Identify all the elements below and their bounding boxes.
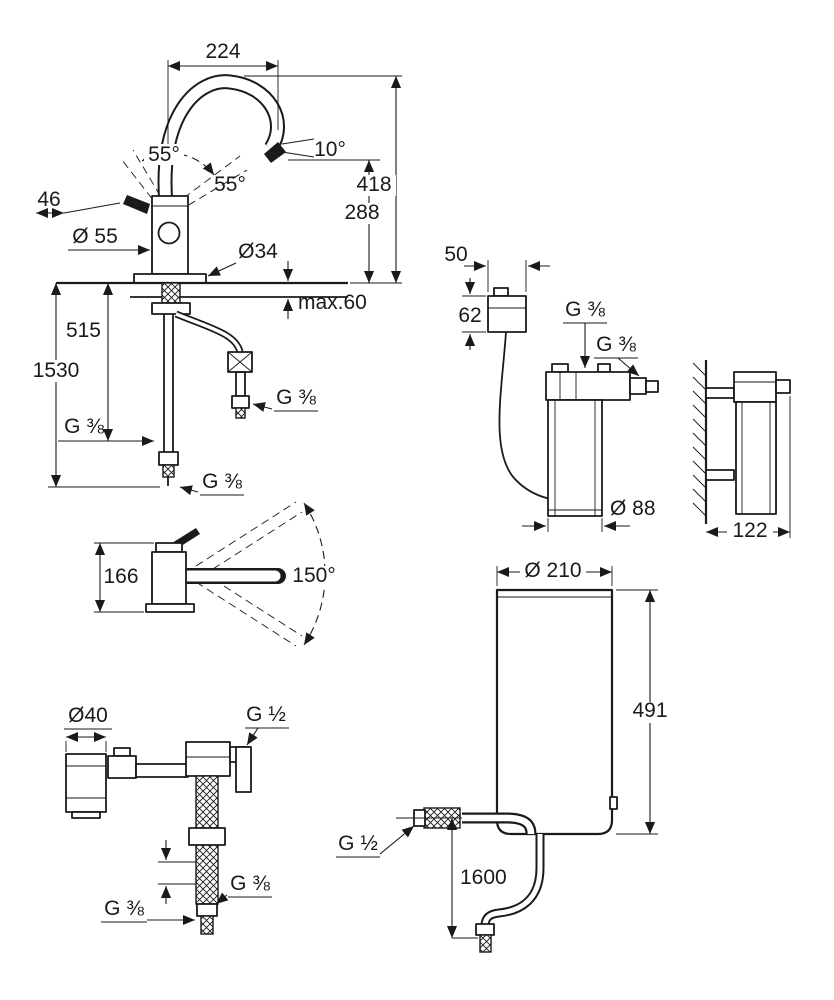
connection-cable bbox=[498, 331, 569, 502]
faucet-front-dimensions: 224 10° 55° 55° 46 Ø 55 Ø34 418 288 max.… bbox=[33, 40, 402, 496]
boiler-front-dimensions: Ø 210 491 G ½ 1600 bbox=[336, 559, 671, 939]
thread-label-3: G ⅜ bbox=[202, 470, 242, 493]
thread-label-2: G ⅜ bbox=[276, 386, 316, 409]
hose-end-fitting bbox=[475, 923, 495, 936]
dim-166-label: 166 bbox=[103, 565, 138, 588]
dim-spout-angle-label: 10° bbox=[314, 138, 346, 161]
side-fitting bbox=[629, 377, 647, 395]
faucet-front-view bbox=[56, 74, 348, 486]
boiler-cylinder bbox=[495, 588, 614, 836]
control-box bbox=[487, 295, 527, 333]
boiler-nub bbox=[609, 796, 618, 810]
spout-outlet-tip bbox=[264, 142, 286, 163]
side-body bbox=[151, 551, 187, 605]
body-detail-circle bbox=[157, 221, 181, 245]
hose-fitting bbox=[158, 451, 179, 466]
wall-unit-body bbox=[735, 401, 777, 515]
boiler-front-view bbox=[413, 588, 618, 953]
dim-height-total-label: 418 bbox=[356, 173, 391, 196]
thread-label-8: G ⅜ bbox=[104, 897, 144, 920]
hose-fitting-2 bbox=[231, 395, 250, 409]
rod-nut bbox=[188, 827, 226, 846]
thread-label-4: G ⅜ bbox=[565, 298, 605, 321]
dim-counter-max-label: max.60 bbox=[298, 291, 367, 314]
wall-mount-view bbox=[692, 360, 791, 524]
thread-label-5: G ⅜ bbox=[596, 333, 636, 356]
mounting-detail-view bbox=[65, 741, 252, 935]
mount-bracket-bottom bbox=[705, 469, 735, 481]
dim-body-dia-label: Ø 55 bbox=[72, 225, 118, 248]
lever-handle bbox=[123, 195, 150, 214]
dim-lever-angle-a-label: 55° bbox=[148, 143, 180, 166]
dim-spout-reach-label: 224 bbox=[205, 40, 240, 63]
valve-cylinder bbox=[65, 753, 107, 813]
mounting-detail-dimensions: Ø40 G ½ G ⅜ G ⅜ bbox=[64, 703, 289, 926]
thread-label-7: G ⅜ bbox=[230, 872, 270, 895]
dim-height-outlet-label: 288 bbox=[344, 201, 379, 224]
unit-cylinder bbox=[547, 399, 603, 517]
elbow-vertical bbox=[235, 746, 252, 793]
swivel-dimensions: 166 150° bbox=[94, 542, 340, 613]
dim-40-label: Ø40 bbox=[68, 704, 108, 727]
side-base bbox=[145, 603, 195, 613]
dim-88-label: Ø 88 bbox=[610, 497, 656, 520]
dim-62-label: 62 bbox=[458, 304, 481, 327]
unit-side-view bbox=[487, 287, 659, 517]
dim-1600-label: 1600 bbox=[460, 866, 507, 889]
mounting-nut bbox=[151, 302, 191, 315]
dim-lever-width-label: 46 bbox=[37, 188, 60, 211]
unit-side-dimensions: 50 62 G ⅜ G ⅜ Ø 88 bbox=[444, 243, 656, 532]
dim-lever-angle-b-label: 55° bbox=[214, 173, 246, 196]
wall-unit-head bbox=[733, 371, 777, 403]
dim-515-label: 515 bbox=[66, 319, 101, 342]
valve-block bbox=[545, 371, 631, 401]
dim-150-label: 150° bbox=[292, 564, 335, 587]
thread-label-1: G ⅜ bbox=[64, 415, 104, 438]
mount-bracket-top bbox=[705, 387, 735, 399]
threaded-shank bbox=[161, 282, 181, 304]
dim-50-label: 50 bbox=[444, 243, 467, 266]
dim-210-label: Ø 210 bbox=[524, 559, 581, 582]
connecting-pipe bbox=[135, 763, 189, 778]
swivel-side-view bbox=[145, 501, 326, 647]
thread-label-6: G ½ bbox=[246, 703, 286, 726]
dim-1530-label: 1530 bbox=[33, 359, 80, 382]
wall-mount-dimensions: 122 bbox=[706, 396, 791, 542]
dim-base-dia-label: Ø34 bbox=[238, 240, 278, 263]
dim-122-label: 122 bbox=[732, 519, 767, 542]
valve-handle bbox=[107, 755, 137, 779]
rod-head-block bbox=[185, 741, 231, 777]
dim-491-label: 491 bbox=[632, 699, 667, 722]
base-escutcheon bbox=[133, 273, 207, 284]
wall-unit-knob bbox=[775, 379, 791, 394]
rod-end-fitting bbox=[196, 903, 218, 917]
thread-label-9: G ½ bbox=[338, 832, 378, 855]
